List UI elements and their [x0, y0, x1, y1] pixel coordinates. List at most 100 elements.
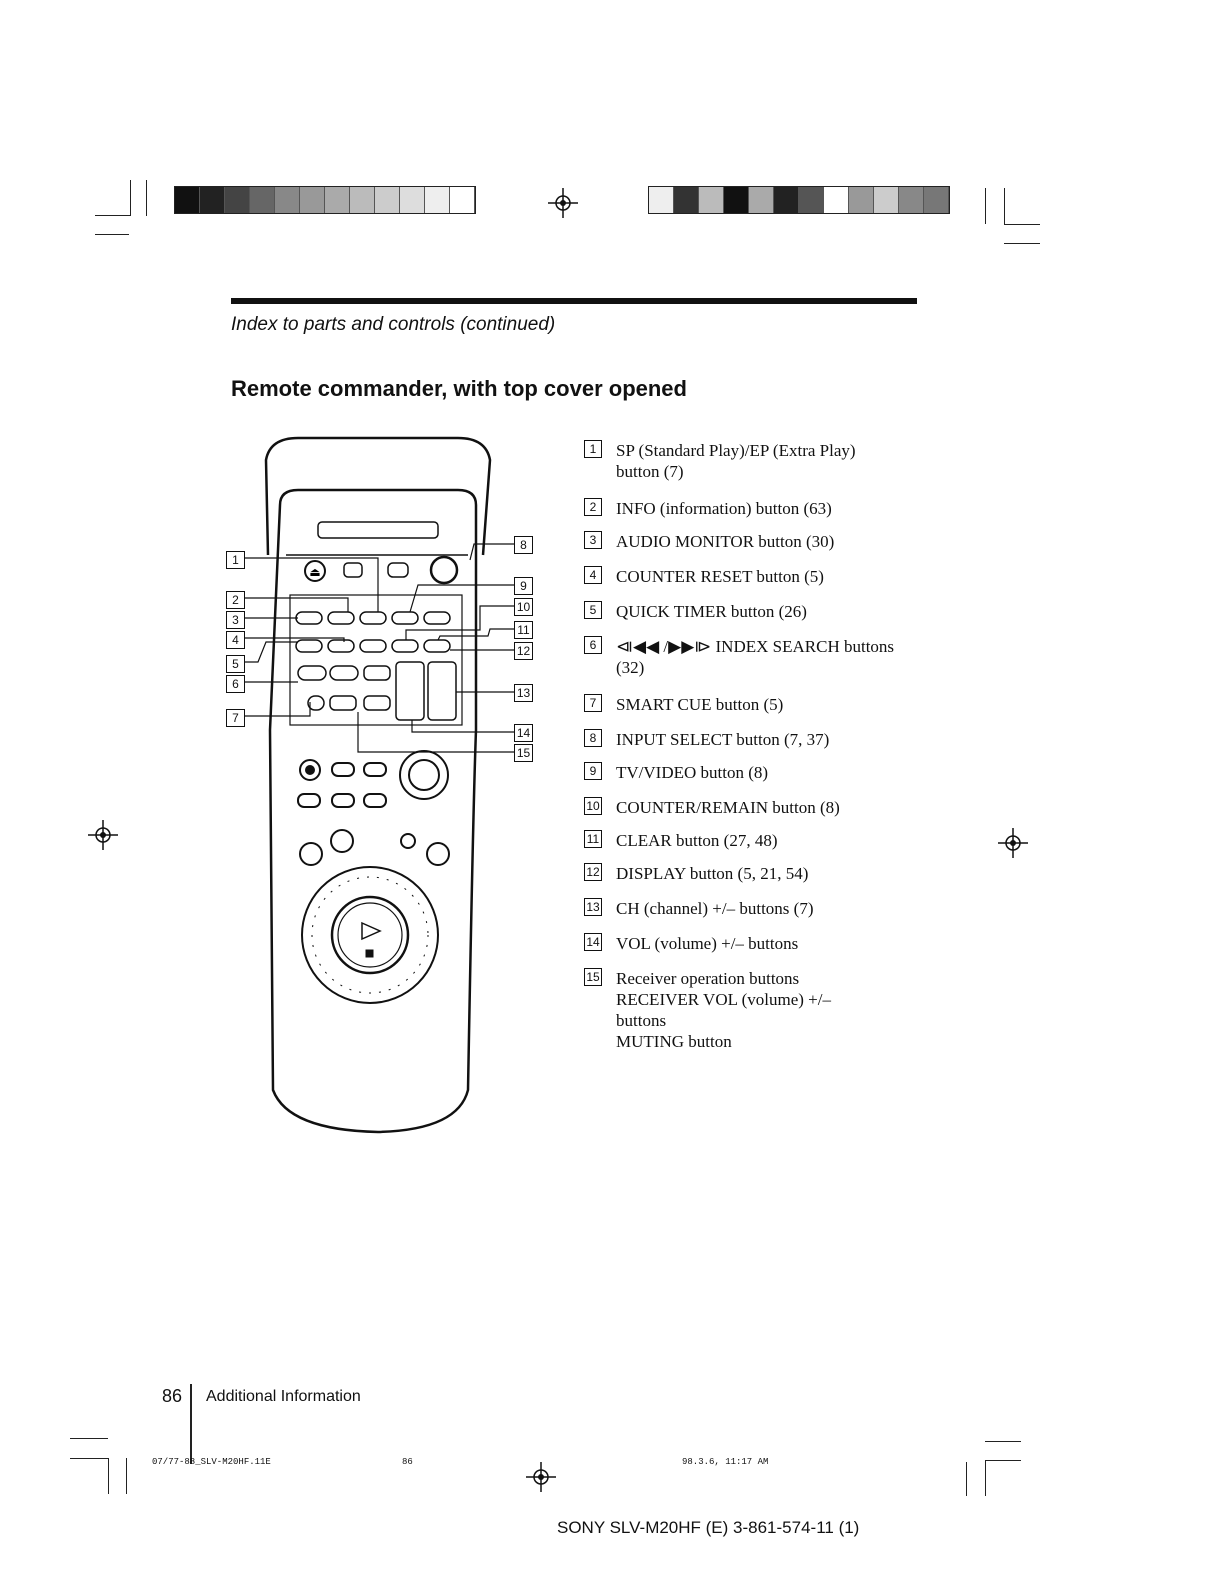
item-number-badge: 14	[584, 933, 602, 951]
color-registration-bar-right	[648, 186, 950, 214]
callout-number-badge: 1	[226, 551, 245, 569]
parts-list-item: 4 COUNTER RESET button (5)	[584, 566, 924, 587]
crop-mark	[95, 215, 131, 216]
callout-number-badge: 13	[514, 684, 533, 702]
item-description-line: DISPLAY button (5, 21, 54)	[616, 864, 809, 883]
item-description-line: INFO (information) button (63)	[616, 499, 832, 518]
remote-top-cover	[264, 436, 492, 556]
item-description-line: COUNTER RESET button (5)	[616, 567, 824, 586]
parts-list-item: 2 INFO (information) button (63)	[584, 498, 924, 519]
small-page-number: 86	[402, 1457, 413, 1467]
footer-section-name: Additional Information	[206, 1388, 361, 1405]
callout-number-badge: 9	[514, 577, 533, 595]
item-number-badge: 12	[584, 863, 602, 881]
callout-number-badge: 5	[226, 655, 245, 673]
callout-number-badge: 10	[514, 598, 533, 616]
callout-number-badge: 8	[514, 536, 533, 554]
remote-body	[268, 488, 478, 1134]
parts-list: 1 SP (Standard Play)/EP (Extra Play) butto…	[584, 440, 924, 1052]
crop-mark	[985, 1460, 986, 1496]
item-number-badge: 7	[584, 694, 602, 712]
footer-divider	[190, 1384, 192, 1464]
callout-number-badge: 14	[514, 724, 533, 742]
item-description-line: Receiver operation buttons	[616, 969, 800, 988]
item-description-line: button (7)	[616, 462, 684, 481]
top-row-buttons: ⏏	[304, 555, 459, 585]
registration-target-icon	[548, 188, 578, 218]
crop-mark	[1004, 188, 1005, 224]
svg-text:⏏: ⏏	[309, 565, 320, 579]
product-code-line: SONY SLV-M20HF (E) 3-861-574-11 (1)	[557, 1518, 860, 1537]
registration-target-icon	[998, 828, 1028, 858]
item-description-line: SP (Standard Play)/EP (Extra Play)	[616, 441, 856, 460]
callout-number-badge: 11	[514, 621, 533, 639]
color-registration-bar-left	[174, 186, 476, 214]
item-description-line: CH (channel) +/– buttons (7)	[616, 899, 814, 918]
item-description-line: CLEAR button (27, 48)	[616, 831, 778, 850]
callout-number-badge: 2	[226, 591, 245, 609]
item-number-badge: 4	[584, 566, 602, 584]
parts-list-item: 12 DISPLAY button (5, 21, 54)	[584, 863, 924, 884]
crop-mark	[966, 1462, 967, 1496]
registration-target-icon	[526, 1462, 556, 1492]
crop-mark	[130, 180, 131, 216]
item-description-line: (32)	[616, 658, 645, 677]
item-description-line: AUDIO MONITOR button (30)	[616, 532, 835, 551]
item-number-badge: 8	[584, 729, 602, 747]
parts-list-item: 14 VOL (volume) +/– buttons	[584, 933, 924, 954]
item-number-badge: 15	[584, 968, 602, 986]
crop-mark	[95, 234, 129, 235]
crop-mark	[70, 1458, 108, 1459]
item-number-badge: 13	[584, 898, 602, 916]
crop-mark	[126, 1458, 127, 1494]
middle-buttons	[297, 750, 450, 866]
item-description-line: RECEIVER VOL (volume) +/–	[616, 990, 831, 1009]
parts-list-item: 10 COUNTER/REMAIN button (8)	[584, 797, 924, 818]
item-description-line: buttons	[616, 1011, 667, 1030]
parts-list-item: 1 SP (Standard Play)/EP (Extra Play) butto…	[584, 440, 924, 482]
parts-list-item: 6 ⧏◀◀ /▶▶⧐ INDEX SEARCH buttons (32)	[584, 636, 924, 678]
item-description-line: MUTING button	[616, 1032, 732, 1051]
item-number-badge: 2	[584, 498, 602, 516]
page-number: 86	[162, 1386, 183, 1406]
crop-mark	[146, 180, 147, 216]
remote-commander-illustration: ⏏	[242, 436, 514, 1134]
crop-mark	[70, 1438, 108, 1439]
crop-mark	[985, 1441, 1021, 1442]
callout-number-badge: 3	[226, 611, 245, 629]
page-heading: Remote commander, with top cover opened	[231, 376, 687, 401]
section-rule	[231, 298, 917, 304]
parts-list-item: 13 CH (channel) +/– buttons (7)	[584, 898, 924, 919]
item-number-badge: 1	[584, 440, 602, 458]
crop-mark	[108, 1458, 109, 1494]
item-description-line: INPUT SELECT button (7, 37)	[616, 730, 830, 749]
callout-number-badge: 6	[226, 675, 245, 693]
file-code: 07/77-88_SLV-M20HF.11E	[152, 1457, 271, 1467]
item-description-line: SMART CUE button (5)	[616, 695, 784, 714]
callout-number-badge: 7	[226, 709, 245, 727]
item-number-badge: 3	[584, 531, 602, 549]
print-timestamp: 98.3.6, 11:17 AM	[682, 1457, 769, 1467]
crop-mark	[985, 188, 986, 224]
parts-list-item: 8 INPUT SELECT button (7, 37)	[584, 729, 924, 750]
callout-number-badge: 15	[514, 744, 533, 762]
callout-number-badge: 4	[226, 631, 245, 649]
item-description-line: ⧏◀◀ /▶▶⧐ INDEX SEARCH buttons	[616, 637, 895, 656]
crop-mark	[985, 1460, 1021, 1461]
item-description-line: VOL (volume) +/– buttons	[616, 934, 799, 953]
item-number-badge: 5	[584, 601, 602, 619]
parts-list-item: 5 QUICK TIMER button (26)	[584, 601, 924, 622]
callout-number-badge: 12	[514, 642, 533, 660]
item-description-line: QUICK TIMER button (26)	[616, 602, 807, 621]
item-number-badge: 10	[584, 797, 602, 815]
item-description-line: COUNTER/REMAIN button (8)	[616, 798, 840, 817]
crop-mark	[1004, 224, 1040, 225]
jog-dial	[301, 866, 439, 1004]
parts-list-item: 3 AUDIO MONITOR button (30)	[584, 531, 924, 552]
crop-mark	[1004, 243, 1040, 244]
item-number-badge: 6	[584, 636, 602, 654]
registration-target-icon	[88, 820, 118, 850]
